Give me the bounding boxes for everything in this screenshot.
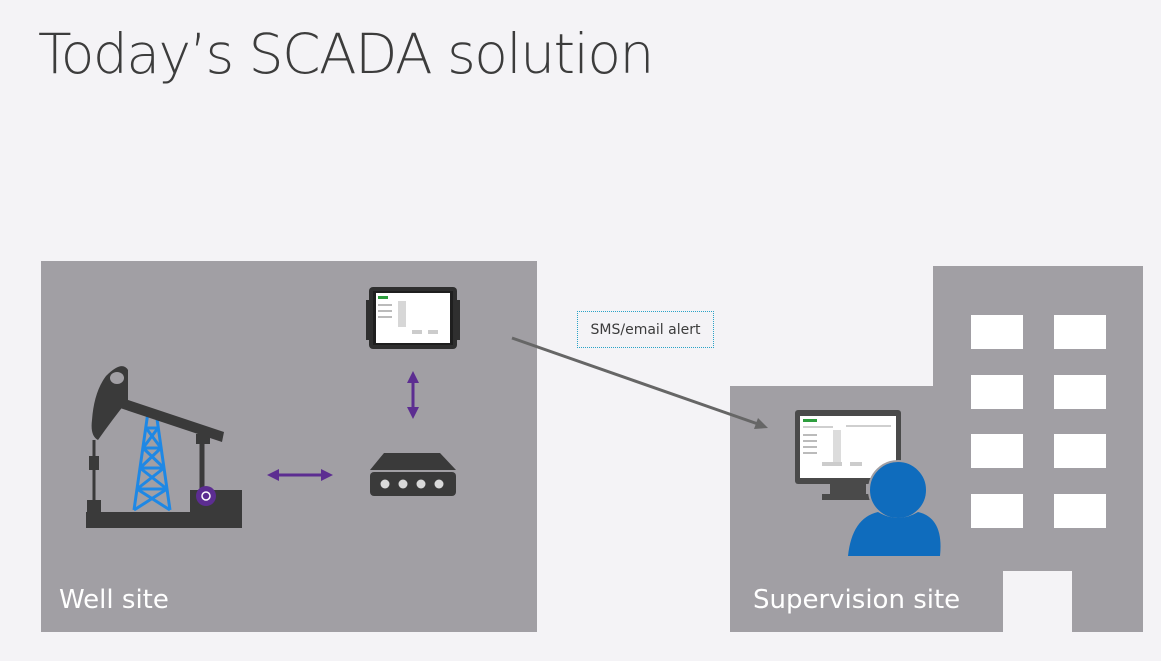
slide-title: Today’s SCADA solution <box>38 22 654 86</box>
well-site-label: Well site <box>59 585 169 615</box>
alert-arrow <box>511 336 768 429</box>
supervision-site-label: Supervision site <box>753 585 961 615</box>
link-arrow-horizontal <box>267 469 333 481</box>
gateway-device-icon <box>370 453 456 496</box>
sms-email-alert-label: SMS/email alert <box>577 311 714 348</box>
tablet-icon <box>366 287 460 349</box>
building-icon <box>730 266 1143 632</box>
link-arrow-vertical <box>407 371 419 419</box>
pumpjack-icon <box>86 366 242 528</box>
user-icon <box>848 460 941 556</box>
